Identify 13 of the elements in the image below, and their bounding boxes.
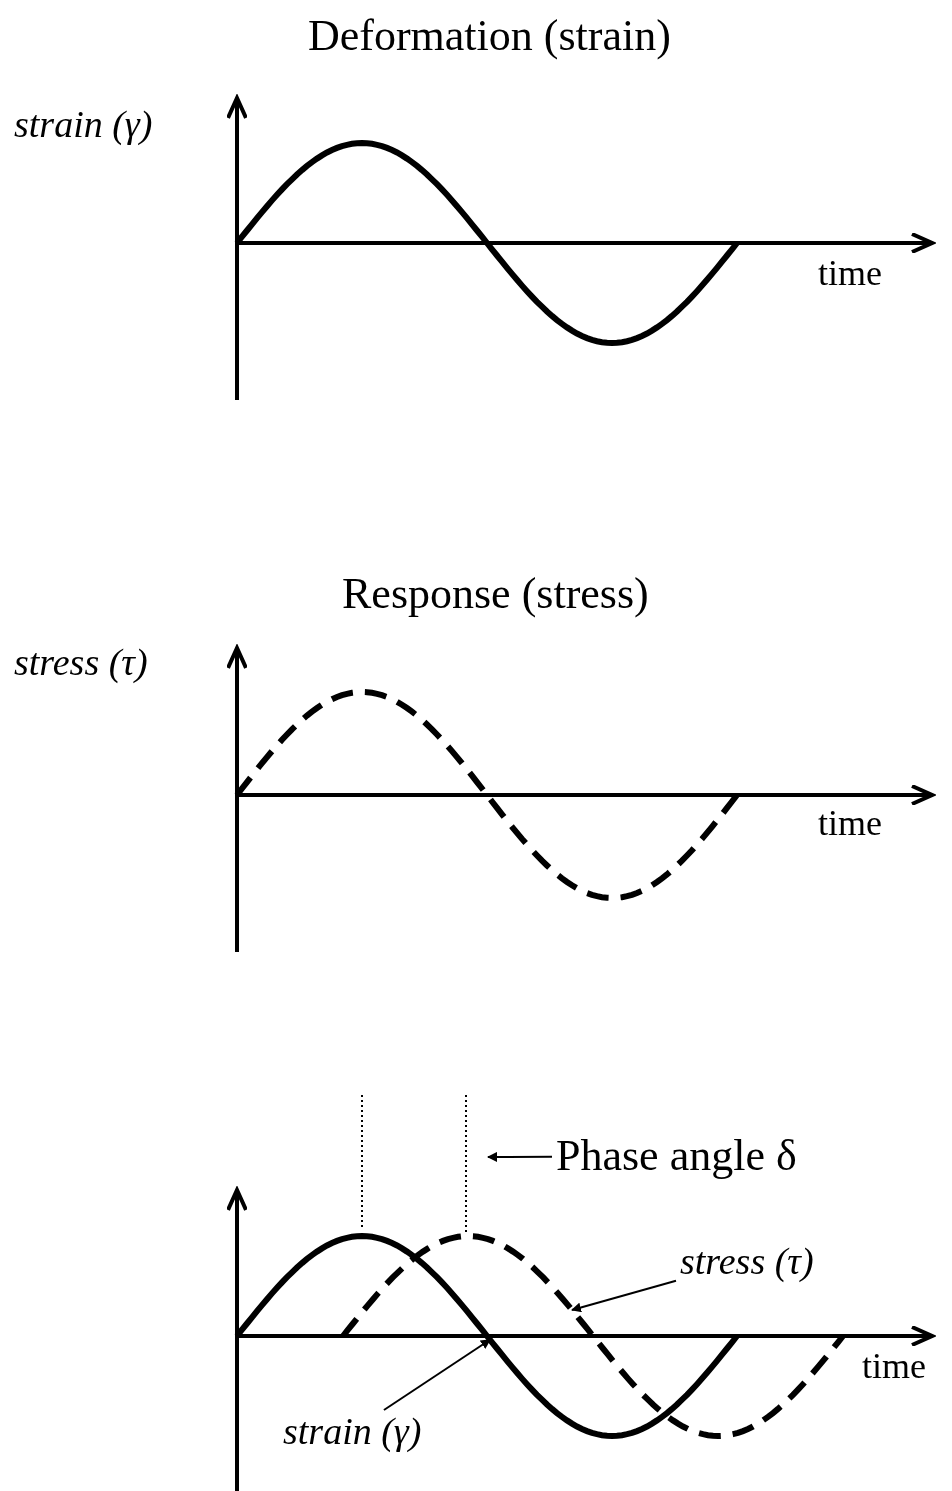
leader-line (382, 1338, 491, 1411)
chart-title: Deformation (strain) (308, 14, 671, 58)
axis-label: time (818, 255, 882, 291)
axis-label: time (862, 1348, 926, 1384)
annotation-label: Phase angle δ (556, 1134, 797, 1178)
axis-label: strain (γ) (14, 105, 153, 143)
axis-label: stress (τ) (14, 643, 148, 681)
curve-label: stress (τ) (680, 1242, 814, 1280)
curve-label: strain (γ) (283, 1412, 422, 1450)
leader-line (571, 1279, 677, 1313)
chart-title: Response (stress) (342, 572, 649, 616)
leader-line (487, 1151, 553, 1162)
axis-label: time (818, 805, 882, 841)
